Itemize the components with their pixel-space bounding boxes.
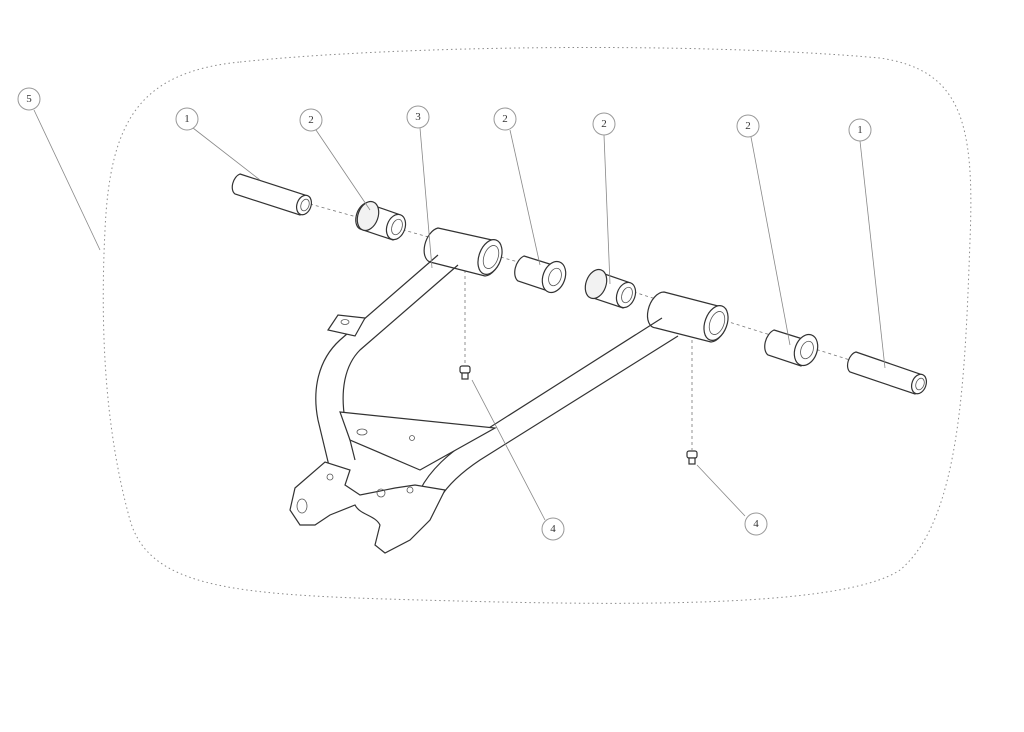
leader-line-4a	[471, 379, 546, 521]
leader-line-2d	[750, 136, 791, 346]
callout-balloon-2a: 2	[299, 108, 323, 132]
callout-label: 2	[601, 118, 607, 130]
callout-balloon-1b: 1	[848, 118, 872, 142]
callout-label: 2	[745, 120, 751, 132]
control-arm-a-frame	[289, 227, 729, 554]
flanged-bushing-d	[764, 329, 819, 367]
callout-balloon-2c: 2	[592, 112, 616, 136]
flanged-bushing-a	[355, 200, 407, 241]
callout-label: 4	[550, 523, 556, 535]
callout-label: 2	[308, 114, 314, 126]
callout-label: 4	[753, 518, 759, 530]
sleeve-pin-left	[231, 173, 313, 216]
callout-balloon-5: 5	[17, 87, 41, 111]
callout-balloon-2d: 2	[736, 114, 760, 138]
leader-line-2a	[315, 129, 371, 211]
assembly-boundary-outline	[102, 46, 972, 604]
callout-label: 3	[415, 111, 421, 123]
leader-line-5	[33, 109, 101, 251]
callout-balloon-4a: 4	[541, 517, 565, 541]
callout-label: 2	[502, 113, 508, 125]
callout-label: 1	[184, 113, 190, 125]
callout-balloon-3: 3	[406, 105, 430, 129]
grease-fitting-left	[459, 365, 471, 380]
callout-balloon-2b: 2	[493, 107, 517, 131]
leader-line-1a	[192, 127, 261, 181]
sleeve-pin-right	[846, 351, 928, 395]
callout-balloon-1a: 1	[175, 107, 199, 131]
callout-balloon-4b: 4	[744, 512, 768, 536]
callout-label: 1	[857, 124, 863, 136]
grease-fitting-right	[686, 450, 698, 465]
leader-line-4b	[696, 464, 746, 517]
leader-line-3	[419, 127, 433, 269]
callout-label: 5	[26, 93, 32, 105]
flanged-bushing-b	[514, 255, 567, 294]
leader-line-2c	[603, 134, 611, 285]
flanged-bushing-c	[584, 268, 637, 309]
leader-line-1b	[859, 140, 886, 369]
leader-line-2b	[509, 129, 541, 266]
